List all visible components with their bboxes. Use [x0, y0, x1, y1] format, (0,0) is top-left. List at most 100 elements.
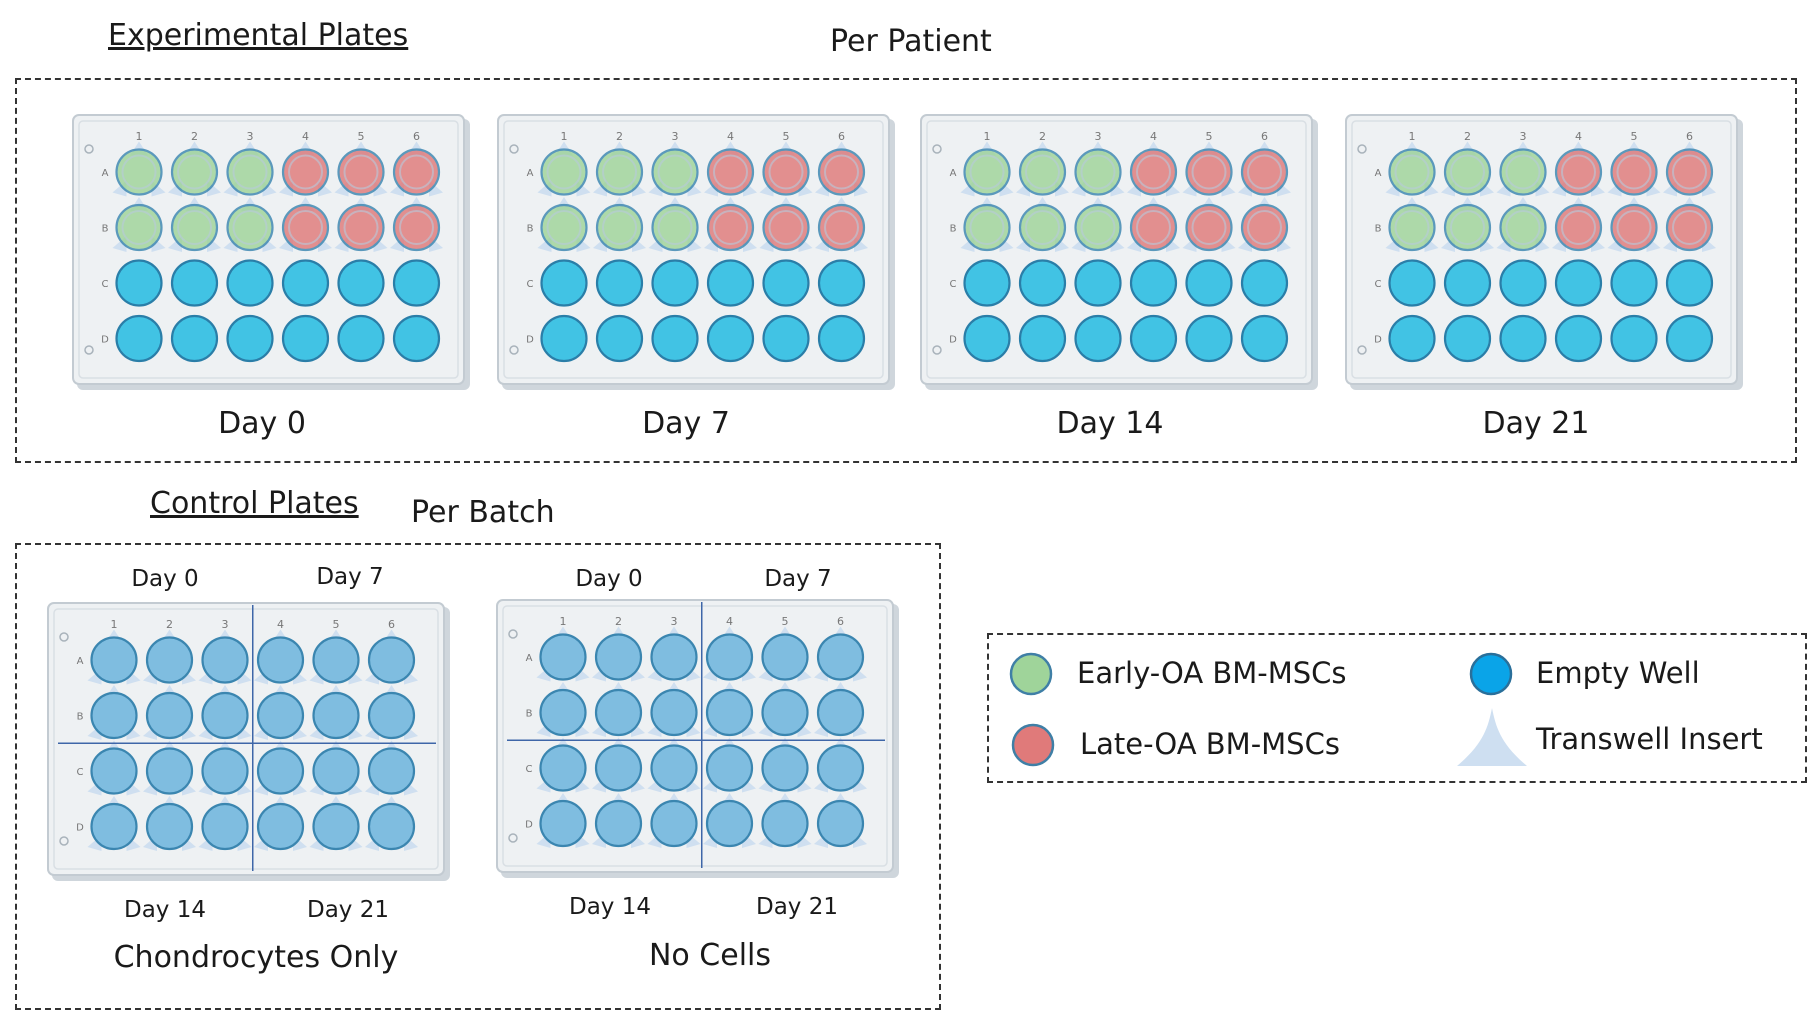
legend-transwell-shape	[1457, 708, 1527, 766]
well	[594, 688, 643, 737]
well	[762, 314, 810, 363]
row-label: C	[526, 764, 533, 775]
column-label: 3	[672, 130, 679, 143]
well	[201, 747, 249, 795]
ctrl1-day-7: Day 7	[316, 564, 384, 590]
row-label: B	[102, 224, 109, 235]
well	[1129, 259, 1178, 307]
well	[201, 636, 249, 684]
well	[145, 636, 194, 684]
control-plates-box	[15, 543, 941, 1010]
row-label: A	[527, 168, 534, 179]
column-label: 4	[726, 615, 733, 628]
plate-corner-hole	[59, 632, 69, 642]
transwell-ring	[1080, 210, 1116, 245]
transwell-ring	[177, 154, 212, 190]
well	[1665, 259, 1714, 307]
column-label: 1	[561, 130, 568, 143]
row-label: C	[77, 767, 84, 778]
plate-label-day-7: Day 7	[642, 406, 730, 441]
row-label: D	[1374, 335, 1382, 346]
plate-corner-hole	[508, 629, 518, 639]
transwell-ring	[1505, 154, 1541, 190]
well	[761, 688, 809, 737]
transwell-ring	[657, 154, 693, 190]
well	[816, 799, 865, 848]
column-label: 4	[727, 130, 734, 143]
well	[392, 259, 441, 307]
well	[816, 688, 865, 737]
well	[650, 633, 698, 681]
column-label: 5	[783, 130, 790, 143]
per-patient-label: Per Patient	[830, 24, 992, 59]
plate-inner-border	[503, 120, 884, 379]
transwell-ring	[1025, 210, 1060, 245]
well	[1185, 259, 1233, 307]
column-label: 2	[1039, 130, 1046, 143]
well	[281, 259, 330, 307]
transwell-ring	[1394, 154, 1430, 190]
well	[367, 691, 416, 740]
row-label: B	[1375, 224, 1382, 235]
transwell-ring	[824, 154, 859, 190]
column-label: 6	[838, 130, 845, 143]
row-label: A	[950, 168, 957, 179]
well	[256, 691, 305, 740]
well	[1443, 314, 1492, 363]
row-label: A	[526, 653, 533, 664]
well	[1665, 314, 1714, 363]
plate-corner-hole	[84, 144, 94, 154]
well	[201, 802, 249, 851]
transwell-ring	[969, 210, 1005, 245]
transwell-ring	[232, 210, 268, 245]
transwell-ring	[1561, 154, 1596, 190]
well	[705, 688, 754, 737]
column-label: 1	[111, 618, 118, 631]
ctrl2-day-21: Day 21	[756, 894, 838, 920]
transwell-ring	[1505, 210, 1541, 245]
well	[90, 747, 138, 795]
ctrl1-day-21: Day 21	[307, 897, 389, 923]
row-label: B	[526, 709, 533, 720]
well	[540, 259, 588, 307]
well	[281, 314, 330, 363]
transwell-ring	[768, 154, 804, 190]
well	[706, 314, 755, 363]
transwell-ring	[1191, 154, 1227, 190]
well	[1554, 314, 1603, 363]
well	[367, 747, 416, 795]
row-label: C	[950, 279, 957, 290]
well	[963, 259, 1011, 307]
plate-corner-hole	[509, 144, 519, 154]
column-label: 3	[1095, 130, 1102, 143]
well	[226, 314, 274, 363]
row-label: A	[1375, 168, 1382, 179]
well	[90, 802, 138, 851]
ctrl2-day-7: Day 7	[764, 566, 832, 592]
legend-late-circle	[1011, 723, 1055, 767]
well	[817, 259, 866, 307]
well	[312, 747, 360, 795]
column-label: 4	[1575, 130, 1582, 143]
plate-corner-hole	[1357, 345, 1367, 355]
column-label: 6	[1261, 130, 1268, 143]
well	[1388, 314, 1436, 363]
column-label: 1	[136, 130, 143, 143]
transwell-ring	[232, 154, 268, 190]
plate-label-day-21: Day 21	[1482, 406, 1590, 441]
transwell-ring	[713, 210, 748, 245]
well	[1129, 314, 1178, 363]
column-label: 2	[166, 618, 173, 631]
plate-corner-hole	[932, 345, 942, 355]
column-label: 1	[984, 130, 991, 143]
row-label: A	[102, 168, 109, 179]
well	[539, 744, 587, 792]
plate-corner-hole	[1357, 144, 1367, 154]
column-label: 4	[277, 618, 284, 631]
row-label: A	[77, 656, 84, 667]
well	[1240, 314, 1289, 363]
